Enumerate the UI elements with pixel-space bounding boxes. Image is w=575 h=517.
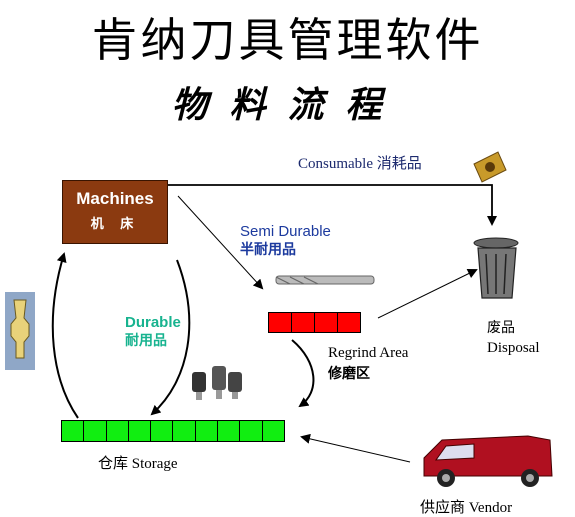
storage-cell xyxy=(105,420,129,442)
regrind-en: Regrind Area xyxy=(328,345,409,361)
storage-cell xyxy=(127,420,152,442)
storage-label: 仓库 Storage xyxy=(98,456,178,472)
trash-can-icon xyxy=(473,237,519,299)
regrind-cells xyxy=(268,312,361,333)
page-title: 肯纳刀具管理软件 xyxy=(91,13,484,67)
vendor-label: 供应商 Vendor xyxy=(420,500,513,516)
durable-label: Durable 耐用品 xyxy=(125,313,181,351)
storage-cell xyxy=(172,420,196,442)
arrow-durable xyxy=(150,259,191,416)
arrow-regrind-storage xyxy=(291,339,315,408)
arrow-consumable xyxy=(166,184,497,226)
disposal-en: Disposal xyxy=(487,340,540,356)
storage-cell xyxy=(150,420,174,442)
arrow-semi-durable xyxy=(177,195,264,290)
consumable-text: Consumable 消耗品 xyxy=(298,156,422,172)
machines-label-zh: 机 床 xyxy=(90,217,140,232)
arrow-vendor-storage xyxy=(300,433,411,463)
disposal-label: 废品 Disposal xyxy=(487,318,540,358)
durable-zh: 耐用品 xyxy=(125,333,167,349)
disposal-zh: 废品 xyxy=(487,320,515,336)
semi-durable-zh: 半耐用品 xyxy=(240,242,296,258)
regrind-cell xyxy=(314,312,338,333)
durable-en: Durable xyxy=(125,314,181,331)
storage-cell xyxy=(194,420,219,442)
consumable-label: Consumable 消耗品 xyxy=(298,152,422,173)
regrind-cell xyxy=(337,312,361,333)
regrind-cell xyxy=(268,312,292,333)
storage-cell xyxy=(61,420,85,442)
insert-icon xyxy=(473,151,507,183)
storage-cell xyxy=(239,420,263,442)
storage-cell xyxy=(217,420,241,442)
machines-box: Machines 机 床 xyxy=(62,180,168,244)
storage-cells xyxy=(61,420,285,442)
semi-durable-label: Semi Durable 半耐用品 xyxy=(240,222,331,260)
machines-label-en: Machines xyxy=(76,189,154,208)
storage-cell xyxy=(261,420,285,442)
regrind-zh: 修磨区 xyxy=(328,366,370,382)
storage-cell xyxy=(83,420,107,442)
arrow-regrind-disposal xyxy=(377,269,478,319)
regrind-cell xyxy=(291,312,315,333)
page-subtitle: 物料流程 xyxy=(171,84,404,126)
tool-holder-icon xyxy=(5,292,35,370)
regrind-label: Regrind Area 修磨区 xyxy=(328,343,408,385)
van-icon xyxy=(423,435,553,487)
drill-icon xyxy=(275,275,375,285)
semi-durable-en: Semi Durable xyxy=(240,223,331,240)
collets-icon xyxy=(192,366,242,400)
arrow-storage-machines xyxy=(51,252,79,419)
